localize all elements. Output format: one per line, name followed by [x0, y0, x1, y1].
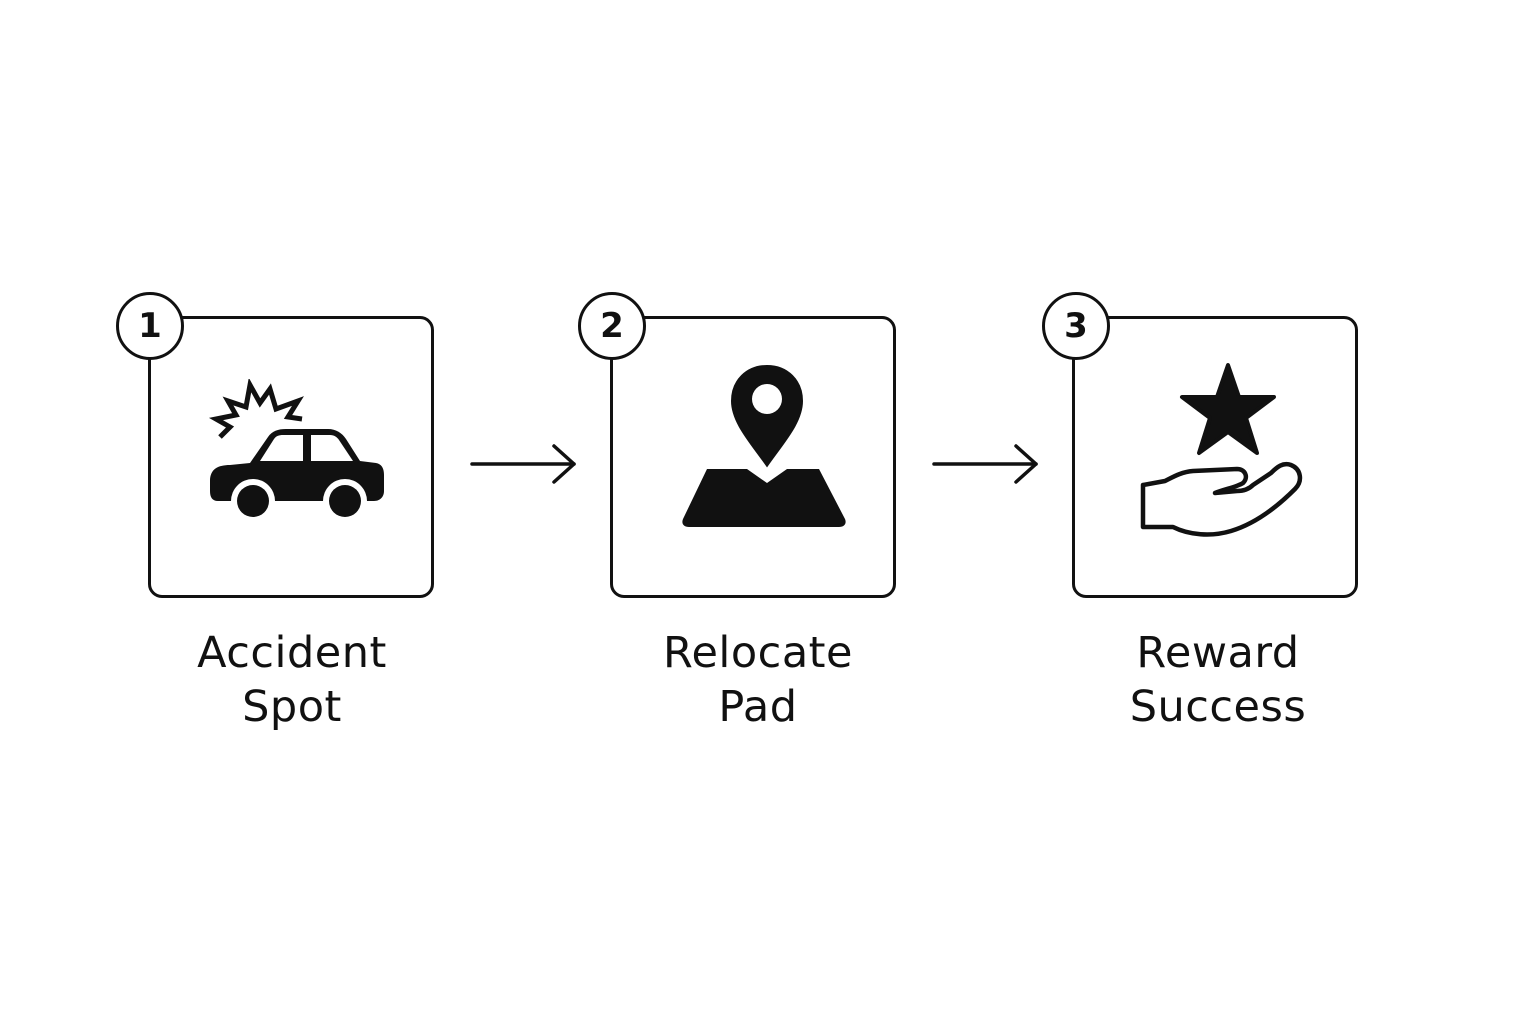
step-3-label: Reward Success [1058, 626, 1378, 734]
step-3-label-line1: Reward [1136, 628, 1300, 678]
step-1-label-line1: Accident [197, 628, 387, 678]
step-2-box [610, 316, 896, 598]
step-3-number-badge: 3 [1042, 292, 1110, 360]
hand-star-icon [1140, 363, 1303, 537]
step-1-box [148, 316, 434, 598]
car-crash-icon [208, 379, 384, 523]
step-3-box [1072, 316, 1358, 598]
step-2-label-line1: Relocate [663, 628, 853, 678]
step-1-label-line2: Spot [242, 682, 342, 732]
arrow-right-icon [932, 444, 1038, 484]
step-1-number-badge: 1 [116, 292, 184, 360]
map-pin-icon [682, 360, 846, 527]
step-3-label-line2: Success [1129, 682, 1307, 732]
arrow-right-icon [470, 444, 576, 484]
step-2-label: Relocate Pad [598, 626, 918, 734]
step-2-label-line2: Pad [718, 682, 798, 732]
step-2-number-badge: 2 [578, 292, 646, 360]
step-1-label: Accident Spot [132, 626, 452, 734]
